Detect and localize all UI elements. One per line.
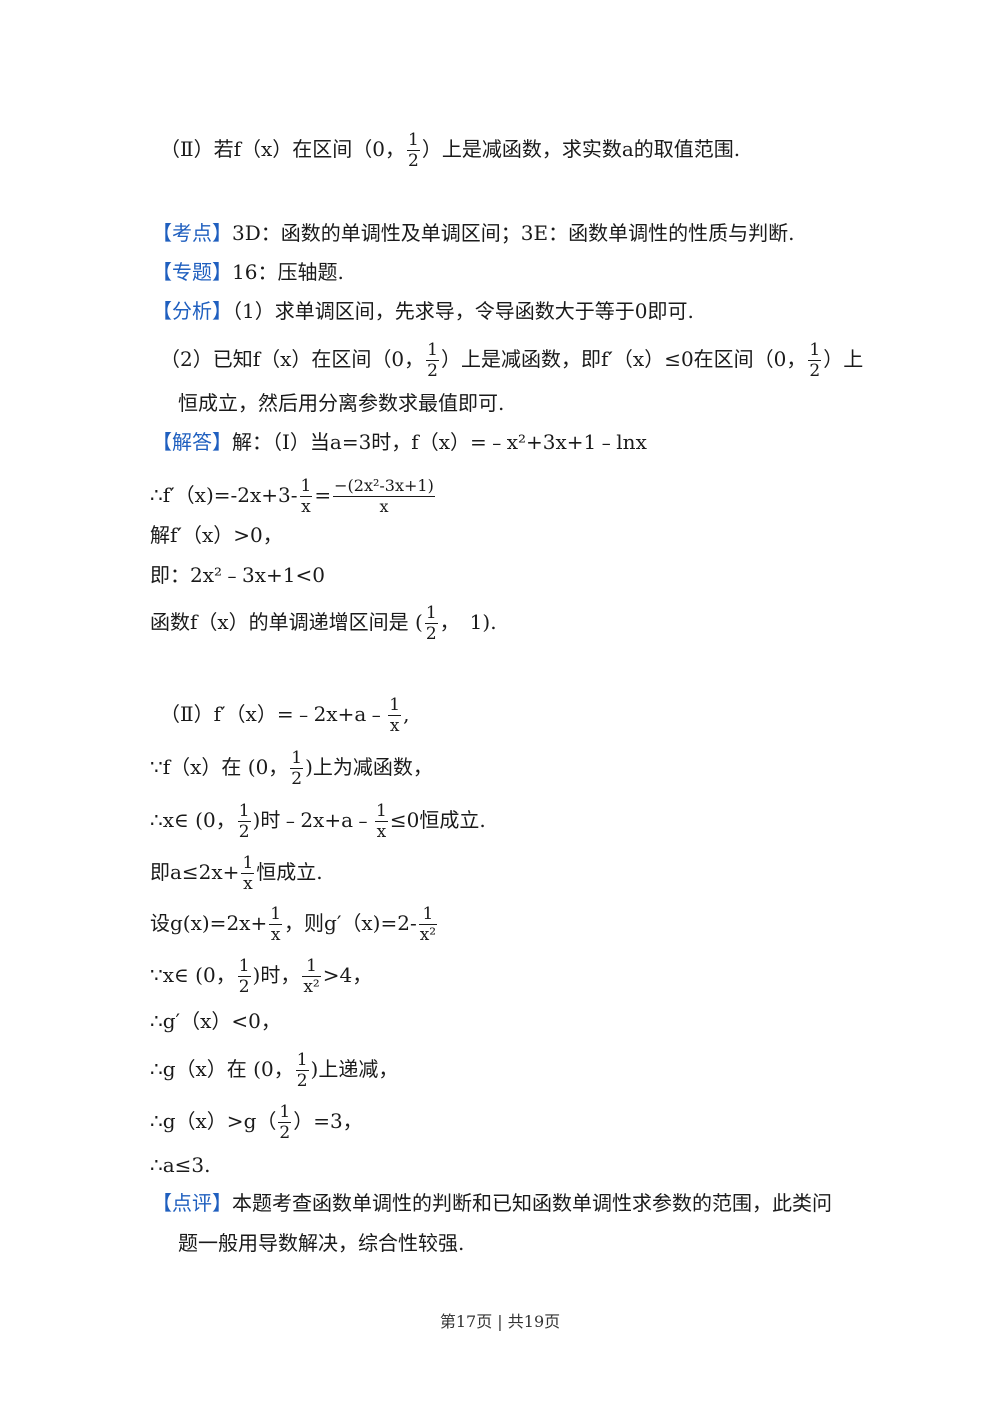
dianping-line-2: 题一般用导数解决，综合性较强. (178, 1231, 465, 1255)
fenxi-line-3: 恒成立，然后用分离参数求最值即可. (178, 391, 505, 415)
fraction: −(2x²-3x+1)x (333, 476, 435, 516)
solve-line: 解f′（x）>0， (150, 523, 283, 547)
dianping-line-1: 【点评】本题考查函数单调性的判断和已知函数单调性求参数的范围，此类问 (152, 1191, 832, 1215)
kaodian-line: 【考点】3D：函数的单调性及单调区间；3E：函数单调性的性质与判断. (152, 221, 795, 245)
jieda-line: 【解答】解：（Ⅰ）当a=3时，f（x）=﹣x²+3x+1﹣lnx (152, 430, 647, 454)
result-line: ∴a≤3. (150, 1153, 211, 1177)
page-footer: 第17页 | 共19页 (439, 1312, 561, 1331)
kaodian-tag: 【考点】 (152, 221, 232, 245)
zhuanti-tag: 【专题】 (152, 260, 232, 284)
dianping-tag: 【点评】 (152, 1191, 232, 1215)
gprime-line: ∴g′（x）<0， (150, 1009, 281, 1033)
fenxi-line-1: 【分析】（1）求单调区间，先求导，令导函数大于等于0即可. (152, 299, 694, 323)
jieda-tag: 【解答】 (152, 430, 232, 454)
inequality-line: 即：2x²﹣3x+1<0 (150, 563, 325, 587)
fenxi-tag: 【分析】 (152, 299, 232, 323)
zhuanti-line: 【专题】16：压轴题. (152, 260, 344, 284)
